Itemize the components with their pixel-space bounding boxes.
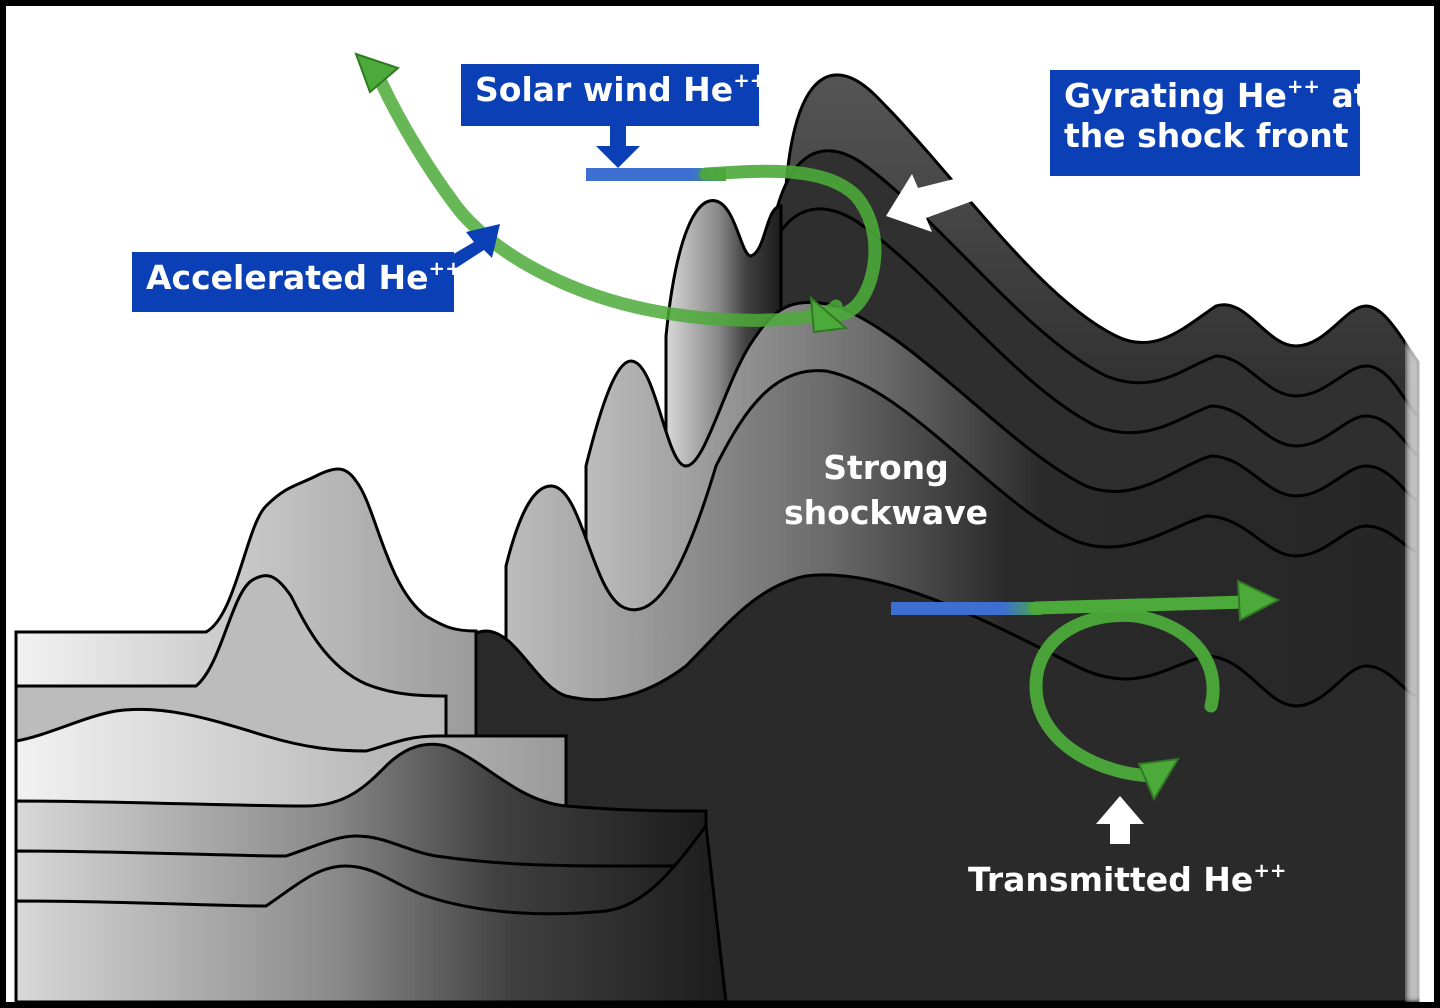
gyration-loop <box>699 164 882 322</box>
transmitted-exit-path <box>1029 595 1253 615</box>
transmitted-label: Transmitted He++ <box>968 859 1287 899</box>
solar-wind-down-arrow-icon <box>596 126 640 168</box>
solar-wind-label: Solar wind He++ <box>461 64 766 126</box>
transmitted-trail-blue <box>891 602 1041 615</box>
gyrating-pointer-arrow-icon <box>886 156 1052 232</box>
gyrating-label-line1: Gyrating He++ at <box>1064 75 1370 115</box>
transmitted-up-arrow-icon <box>1096 796 1144 844</box>
right-vignette <box>1406 336 1426 1002</box>
transmitted-loop <box>1029 608 1220 783</box>
gyrating-label-line2: the shock front <box>1064 116 1349 156</box>
accelerated-up-arrow-icon <box>440 224 500 272</box>
strong-shockwave-label: Strong shockwave <box>784 448 988 532</box>
gyrating-label: Gyrating He++ at the shock front <box>1050 70 1370 176</box>
accelerated-trajectory <box>369 64 843 327</box>
accelerated-arrowhead <box>354 52 400 94</box>
transmitted-arrowhead <box>1236 579 1281 622</box>
transmitted-loop-arrowhead <box>1137 757 1180 802</box>
accelerated-label: Accelerated He++ <box>132 252 462 312</box>
solar-wind-trail <box>586 168 726 181</box>
shock-diagram-canvas <box>14 52 1426 1002</box>
gyration-arrowhead <box>809 295 849 334</box>
diagram-frame: Solar wind He++ Accelerated He++ Gyratin… <box>6 6 1434 1002</box>
grey-wave-front-4 <box>14 822 728 1002</box>
